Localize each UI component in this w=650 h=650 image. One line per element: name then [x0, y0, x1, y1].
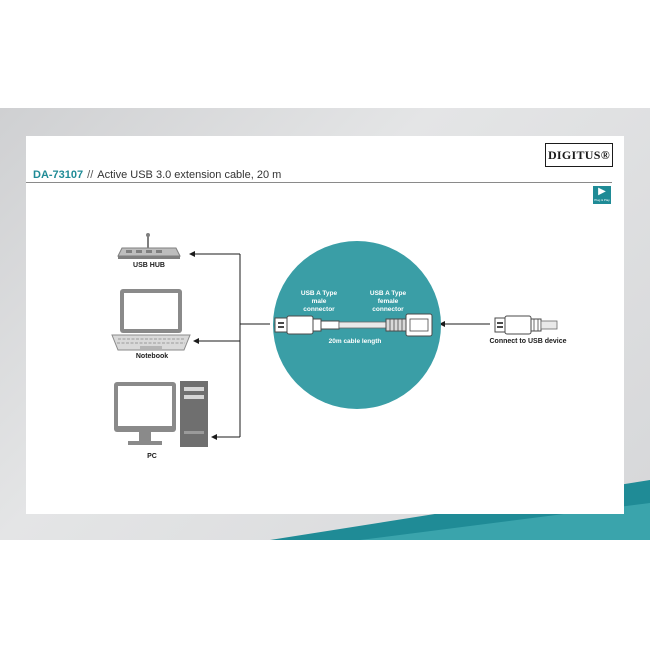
- notebook-icon: [111, 289, 191, 351]
- product-code: DA-73107: [33, 169, 84, 181]
- usb-female-connector-icon: [385, 313, 433, 337]
- product-description: Active USB 3.0 extension cable, 20 m: [97, 169, 282, 181]
- plug-and-play-label: Plug & Play: [594, 198, 610, 202]
- usb-hub-icon: [117, 233, 181, 259]
- plug-and-play-button[interactable]: ▶ Plug & Play: [593, 186, 611, 204]
- female-connector-label: USB A Type female connector: [369, 290, 407, 313]
- header-divider: [26, 182, 612, 183]
- usb-hub-label: USB HUB: [133, 262, 165, 269]
- usb-device-plug-icon: [494, 315, 558, 335]
- play-icon: ▶: [598, 186, 606, 197]
- digitus-logo: DIGITUS®: [545, 143, 613, 167]
- usb-male-connector-icon: [274, 315, 340, 335]
- pc-icon: [114, 381, 208, 447]
- male-connector-label: USB A Type male connector: [300, 290, 338, 313]
- cable-line: [338, 321, 390, 329]
- pc-label: PC: [147, 453, 157, 460]
- notebook-label: Notebook: [135, 353, 169, 360]
- title-separator: //: [87, 169, 94, 181]
- usb-device-label: Connect to USB device: [489, 338, 567, 345]
- cable-length-label: 20m cable length: [328, 338, 382, 345]
- page-title: DA-73107//Active USB 3.0 extension cable…: [33, 169, 281, 181]
- connection-arrows: [189, 251, 490, 440]
